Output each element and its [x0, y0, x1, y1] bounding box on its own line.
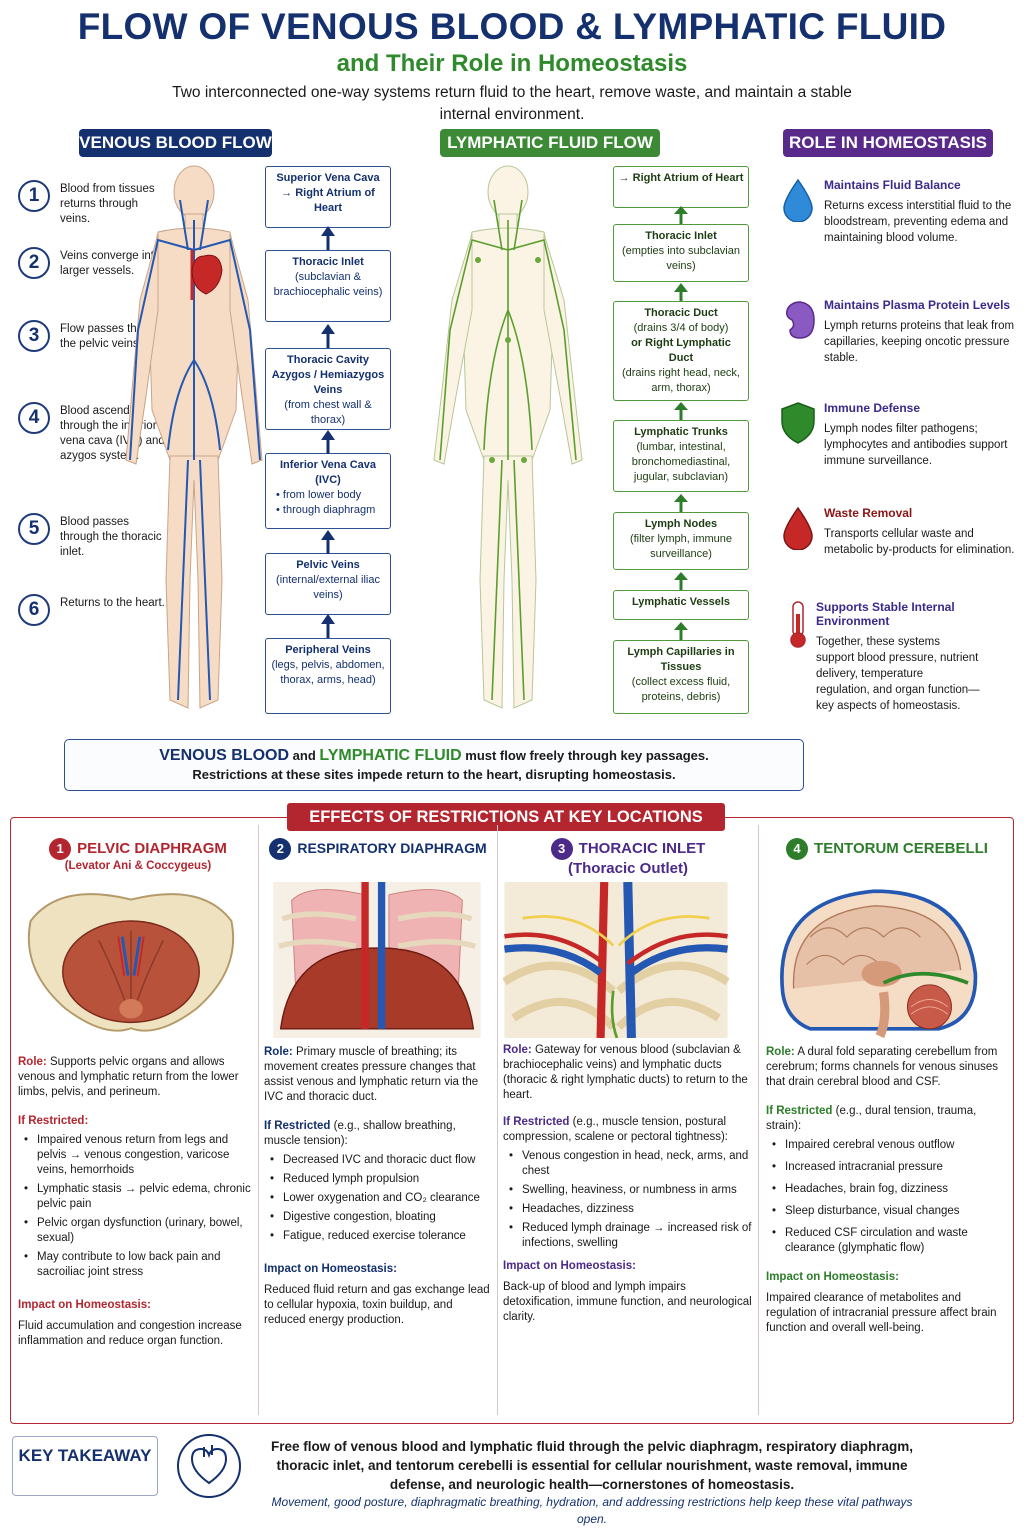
role-section-header: ROLE IN HOMEOSTASIS	[783, 129, 993, 157]
lymph-box-thoracic-inlet: Thoracic Inlet(empties into subclavian v…	[613, 224, 749, 282]
role-immune-defense: Immune Defense Lymph nodes filter pathog…	[780, 401, 1020, 491]
venous-flow-arrows	[321, 226, 335, 638]
intro-text: Two interconnected one-way systems retur…	[172, 84, 852, 123]
venous-box-azygos: Thoracic Cavity Azygos / Hemiazygos Vein…	[265, 348, 391, 430]
lymph-box-trunks: Lymphatic Trunks(lumbar, intestinal, bro…	[613, 420, 749, 492]
thermometer-icon	[790, 601, 806, 648]
venous-body-illustration	[125, 165, 263, 709]
key-takeaway-note: Movement, good posture, diaphragmatic br…	[271, 1495, 913, 1526]
lymph-body-illustration	[433, 165, 583, 709]
heart-icon	[177, 1434, 241, 1498]
venous-box-pelvic-veins: Pelvic Veins(internal/external iliac vei…	[265, 553, 391, 615]
flow-banner: VENOUS BLOOD and LYMPHATIC FLUID must fl…	[64, 739, 804, 791]
page-title: FLOW OF VENOUS BLOOD & LYMPHATIC FLUID	[77, 6, 947, 47]
blood-drop-icon	[783, 506, 813, 550]
lymph-box-vessels: Lymphatic Vessels	[613, 590, 749, 620]
role-waste-removal: Waste Removal Transports cellular waste …	[780, 506, 1020, 586]
venous-box-ivc: Inferior Vena Cava (IVC)• from lower bod…	[265, 453, 391, 529]
lymph-section-header: LYMPHATIC FLUID FLOW	[440, 129, 660, 157]
lymph-box-right-atrium: → Right Atrium of Heart	[613, 166, 749, 208]
role-stable-environment: Supports Stable Internal Environment Tog…	[780, 600, 1020, 740]
thoracic-inlet-illustration	[502, 881, 730, 1039]
lymph-box-thoracic-duct: Thoracic Duct(drains 3/4 of body)or Righ…	[613, 301, 749, 401]
effects-header: EFFECTS OF RESTRICTIONS AT KEY LOCATIONS	[287, 803, 725, 831]
lymph-flow-arrows	[674, 206, 688, 640]
venous-box-thoracic-inlet: Thoracic Inlet(subclavian & brachiocepha…	[265, 250, 391, 322]
role-fluid-balance: Maintains Fluid Balance Returns excess i…	[780, 178, 1020, 278]
kidney-icon	[785, 301, 815, 339]
key-takeaway-text: Free flow of venous blood and lymphatic …	[270, 1439, 914, 1492]
pelvic-diaphragm-illustration	[27, 893, 235, 1032]
page-subtitle: and Their Role in Homeostasis	[336, 50, 688, 77]
lymph-box-nodes: Lymph Nodes(filter lymph, immune surveil…	[613, 512, 749, 570]
key-takeaway-label: KEY TAKEAWAY	[12, 1436, 158, 1496]
lymph-box-capillaries: Lymph Capillaries in Tissues(collect exc…	[613, 640, 749, 714]
respiratory-diaphragm-illustration	[273, 882, 481, 1038]
role-plasma-protein: Maintains Plasma Protein Levels Lymph re…	[780, 298, 1020, 398]
venous-box-peripheral-veins: Peripheral Veins(legs, pelvis, abdomen, …	[265, 638, 391, 714]
venous-section-header: VENOUS BLOOD FLOW	[79, 129, 272, 157]
tentorum-cerebelli-illustration	[780, 889, 978, 1039]
venous-box-svc: Superior Vena Cava → Right Atrium of Hea…	[265, 166, 391, 228]
shield-icon	[781, 402, 815, 444]
water-drop-icon	[783, 178, 813, 222]
